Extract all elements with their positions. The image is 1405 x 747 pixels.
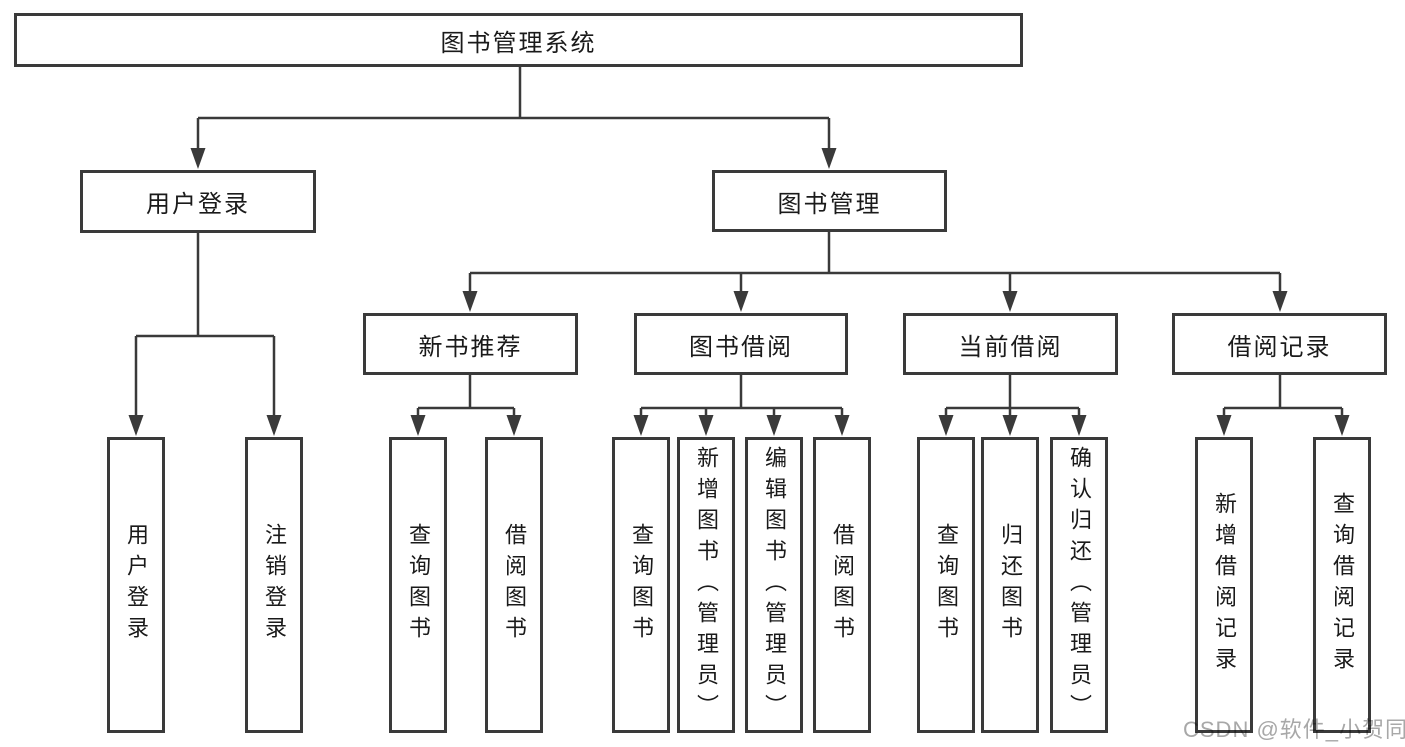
node-user-login-label: 用户登录	[146, 191, 250, 218]
node-borrow-records-label: 借阅记录	[1227, 333, 1332, 361]
leaf-confirm-return-admin-label: 确认归还（管理员）	[1067, 445, 1092, 725]
node-current-borrow: 当前借阅	[903, 313, 1118, 375]
leaf-logout: 注销登录	[245, 437, 303, 733]
node-book-management: 图书管理	[712, 170, 947, 232]
leaf-borrow-book-label: 借阅图书	[830, 523, 855, 647]
leaf-borrow-book-recommend-label: 借阅图书	[502, 523, 527, 647]
leaf-logout-label: 注销登录	[262, 523, 287, 647]
leaf-user-login: 用户登录	[107, 437, 165, 733]
node-new-book-recommend: 新书推荐	[363, 313, 578, 375]
leaf-add-book-admin-label: 新增图书（管理员）	[694, 445, 719, 725]
node-root-label: 图书管理系统	[440, 29, 597, 57]
node-book-borrow: 图书借阅	[634, 313, 848, 375]
leaf-query-book-recommend-label: 查询图书	[406, 523, 431, 647]
leaf-query-book-current: 查询图书	[917, 437, 975, 733]
node-borrow-records: 借阅记录	[1172, 313, 1387, 375]
leaf-return-book-label: 归还图书	[998, 523, 1023, 647]
leaf-edit-book-admin-label: 编辑图书（管理员）	[762, 445, 787, 725]
leaf-edit-book-admin: 编辑图书（管理员）	[745, 437, 803, 733]
leaf-query-book-borrow: 查询图书	[612, 437, 670, 733]
leaf-borrow-book: 借阅图书	[813, 437, 871, 733]
node-new-book-recommend-label: 新书推荐	[418, 333, 523, 361]
watermark: CSDN @软件_小贺同学	[1183, 717, 1405, 742]
leaf-add-borrow-record: 新增借阅记录	[1195, 437, 1253, 733]
node-user-login: 用户登录	[80, 170, 316, 233]
leaf-query-book-current-label: 查询图书	[934, 523, 959, 647]
node-book-borrow-label: 图书借阅	[689, 333, 793, 361]
node-book-management-label: 图书管理	[777, 190, 882, 218]
leaf-query-borrow-record-label: 查询借阅记录	[1330, 492, 1355, 678]
node-current-borrow-label: 当前借阅	[958, 333, 1063, 361]
leaf-add-borrow-record-label: 新增借阅记录	[1212, 492, 1237, 678]
node-root: 图书管理系统	[14, 13, 1023, 67]
leaf-user-login-label: 用户登录	[124, 523, 149, 647]
leaf-add-book-admin: 新增图书（管理员）	[677, 437, 735, 733]
leaf-return-book: 归还图书	[981, 437, 1039, 733]
leaf-query-book-borrow-label: 查询图书	[629, 523, 654, 647]
leaf-confirm-return-admin: 确认归还（管理员）	[1050, 437, 1108, 733]
leaf-query-book-recommend: 查询图书	[389, 437, 447, 733]
leaf-borrow-book-recommend: 借阅图书	[485, 437, 543, 733]
leaf-query-borrow-record: 查询借阅记录	[1313, 437, 1371, 733]
